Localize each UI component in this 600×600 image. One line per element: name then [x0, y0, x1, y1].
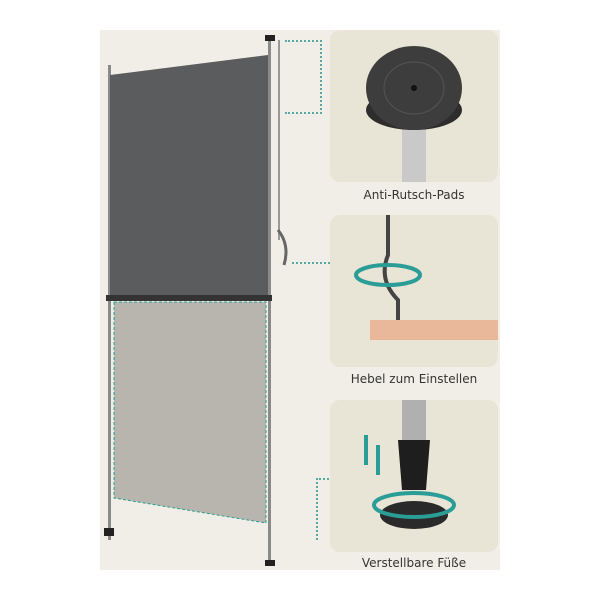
roller-blind-illustration [104, 35, 288, 566]
adjustment-lever-icon [354, 215, 498, 340]
feature-label: Anti-Rutsch-Pads [363, 188, 465, 202]
anti-slip-pad-icon [366, 46, 462, 182]
feature-label: Hebel zum Einstellen [350, 372, 478, 386]
adjustable-foot-icon [364, 400, 456, 529]
lever-card [330, 215, 498, 367]
feature-label: Verstellbare Füße [361, 556, 467, 570]
anti-slip-pad-card [330, 30, 498, 182]
adjustable-foot-card [330, 400, 498, 552]
